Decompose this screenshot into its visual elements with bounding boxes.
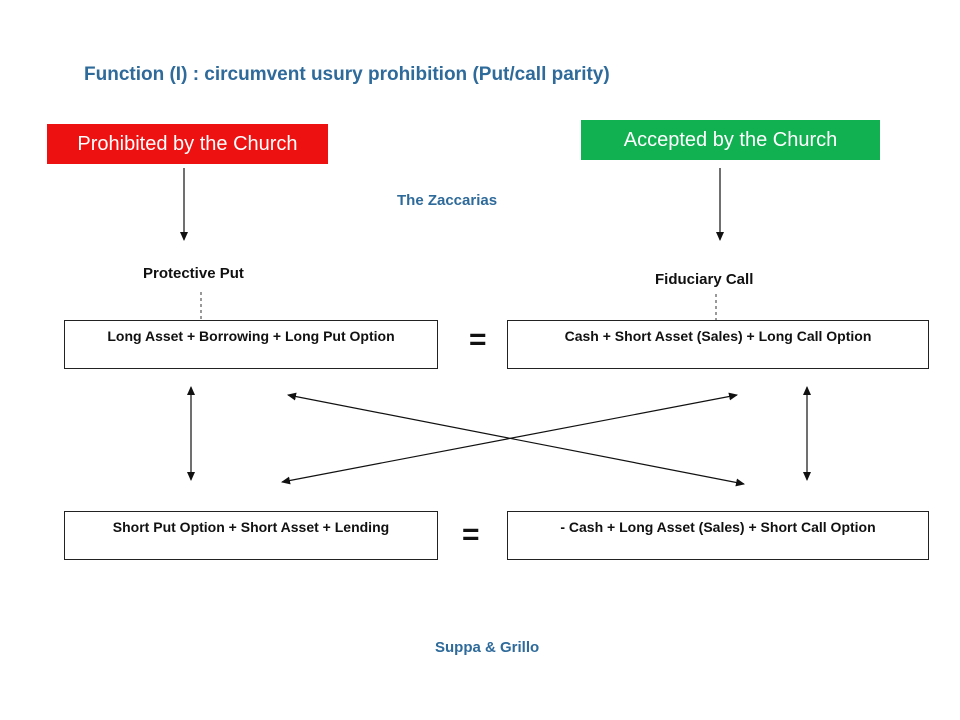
box-short-put-lending: Short Put Option + Short Asset + Lending <box>64 511 438 560</box>
equals-sign-bottom: = <box>462 518 480 551</box>
arrow-cross-1 <box>287 392 745 487</box>
fiduciary-call-label: Fiduciary Call <box>655 271 754 288</box>
footer-authors: Suppa & Grillo <box>435 639 540 656</box>
equals-sign-top: = <box>469 323 487 356</box>
protective-put-label: Protective Put <box>143 265 244 282</box>
prohibited-badge: Prohibited by the Church <box>47 124 328 164</box>
box-long-asset-borrowing: Long Asset + Borrowing + Long Put Option <box>64 320 438 369</box>
zaccarias-label: The Zaccarias <box>397 192 498 209</box>
page-title: Function (I) : circumvent usury prohibit… <box>84 64 610 85</box>
arrow-cross-2 <box>281 392 738 485</box>
accepted-badge: Accepted by the Church <box>581 120 880 160</box>
box-cash-short-asset: Cash + Short Asset (Sales) + Long Call O… <box>507 320 929 369</box>
box-minus-cash-long-asset: - Cash + Long Asset (Sales) + Short Call… <box>507 511 929 560</box>
